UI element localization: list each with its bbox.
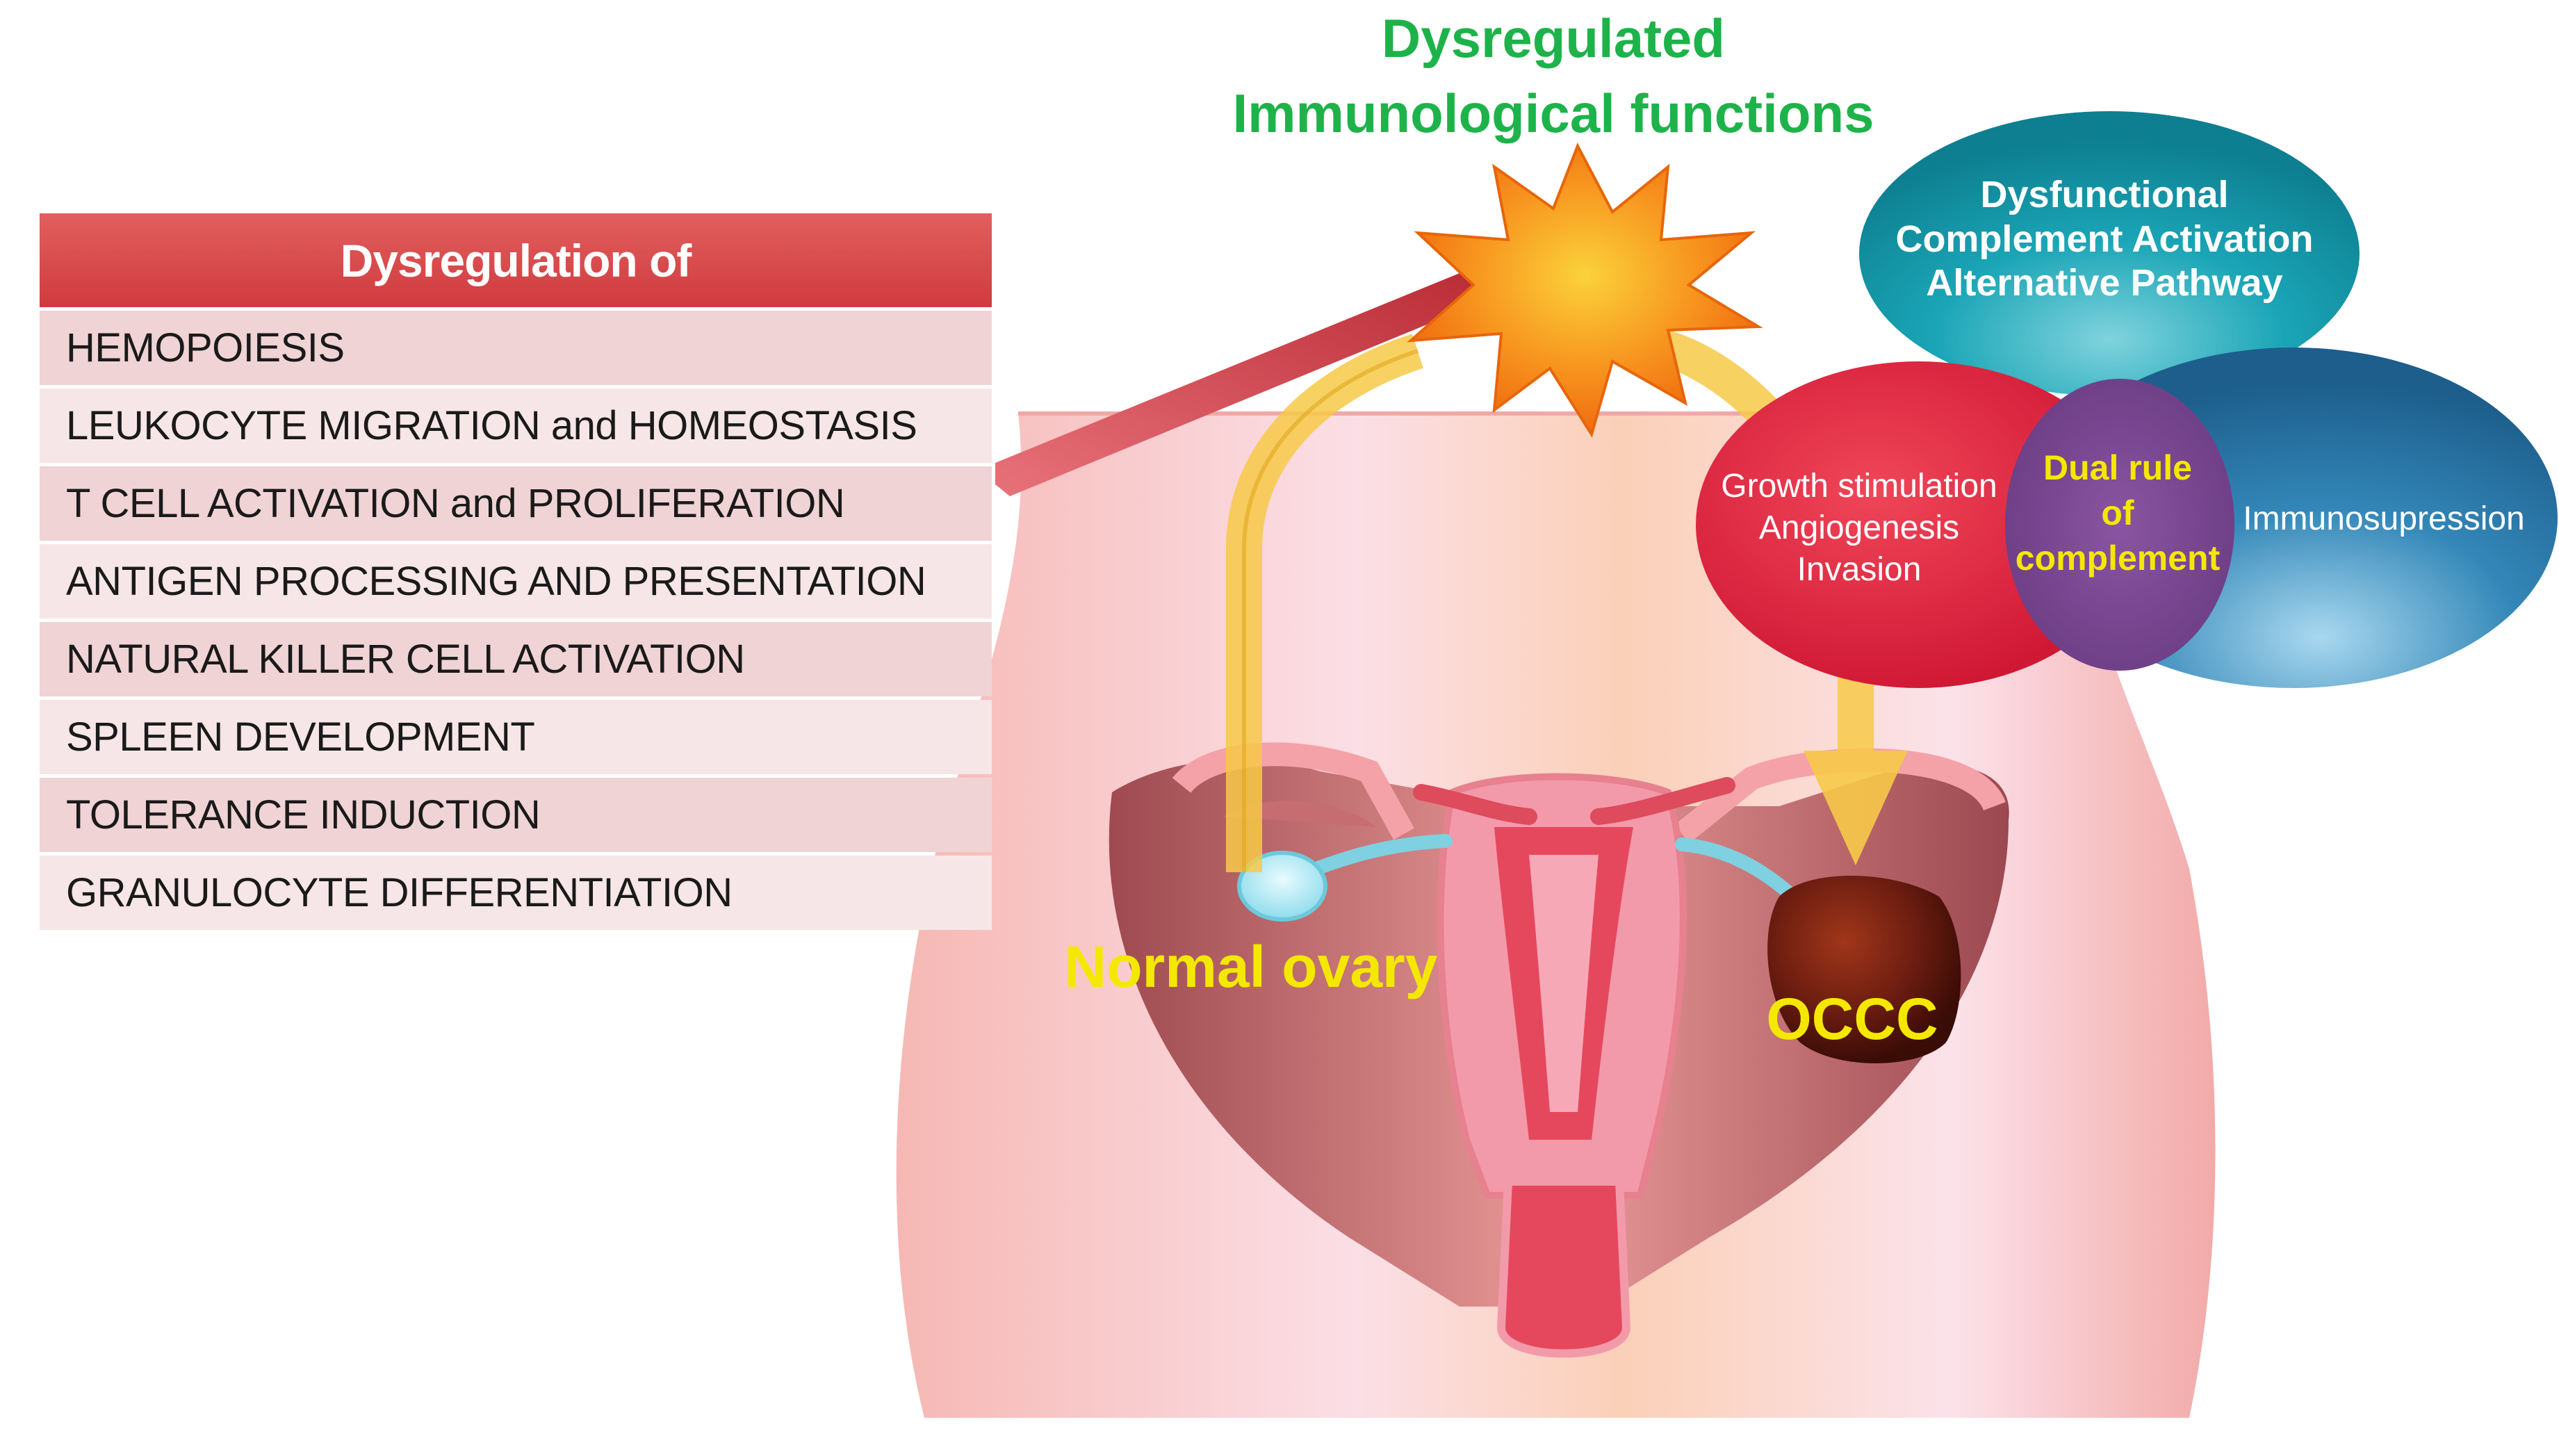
- dysregulation-table-header: Dysregulation of: [40, 213, 992, 307]
- star-to-occc-arrowhead: [1804, 751, 1908, 865]
- table-row: SPLEEN DEVELOPMENT: [40, 700, 992, 774]
- table-row: TOLERANCE INDUCTION: [40, 778, 992, 852]
- table-row: NATURAL KILLER CELL ACTIVATION: [40, 622, 992, 696]
- cervix-vagina: [1496, 1177, 1631, 1358]
- growth-line3: Invasion: [1797, 551, 1922, 588]
- complement-top-line2: Complement Activation: [1895, 218, 2313, 260]
- dual-rule-line2: of: [2101, 493, 2134, 532]
- starburst-icon: [1407, 142, 1763, 438]
- pelvis-rim-left: [1172, 742, 1414, 840]
- occc-label: OCCC: [1766, 986, 1938, 1052]
- complement-top-line1: Dysfunctional: [1980, 174, 2228, 215]
- dual-rule-line1: Dual rule: [2043, 448, 2192, 487]
- normal-ovary-label: Normal ovary: [1065, 934, 1438, 999]
- dual-rule-ellipse: [2005, 379, 2234, 671]
- dual-rule-line3: complement: [2016, 539, 2221, 578]
- complement-top-line3: Alternative Pathway: [1926, 262, 2282, 304]
- uterus-inner-lining: [1529, 855, 1599, 1112]
- top-title-line2: Immunological functions: [1232, 83, 1874, 144]
- complement-activation-ellipse: [1859, 111, 2360, 396]
- immunosupression-label: Immunosupression: [2243, 500, 2525, 537]
- table-row: LEUKOCYTE MIGRATION and HOMEOSTASIS: [40, 388, 992, 463]
- growth-line2: Angiogenesis: [1759, 509, 1959, 546]
- dysregulation-arrow: [995, 245, 1546, 496]
- growth-line1: Growth stimulation: [1721, 468, 1997, 505]
- table-row: ANTIGEN PROCESSING AND PRESENTATION: [40, 544, 992, 619]
- dysregulation-table: Dysregulation of HEMOPOIESIS LEUKOCYTE M…: [40, 213, 992, 930]
- top-title-line1: Dysregulated: [1382, 8, 1725, 69]
- table-row: T CELL ACTIVATION and PROLIFERATION: [40, 466, 992, 541]
- occc-tumor-shape: [1767, 876, 1961, 1063]
- normal-ovary-arrow-border: [1242, 349, 1419, 872]
- table-row: HEMOPOIESIS: [40, 311, 992, 385]
- table-row: GRANULOCYTE DIFFERENTIATION: [40, 856, 992, 930]
- fallopian-tube-top: [1413, 777, 1735, 825]
